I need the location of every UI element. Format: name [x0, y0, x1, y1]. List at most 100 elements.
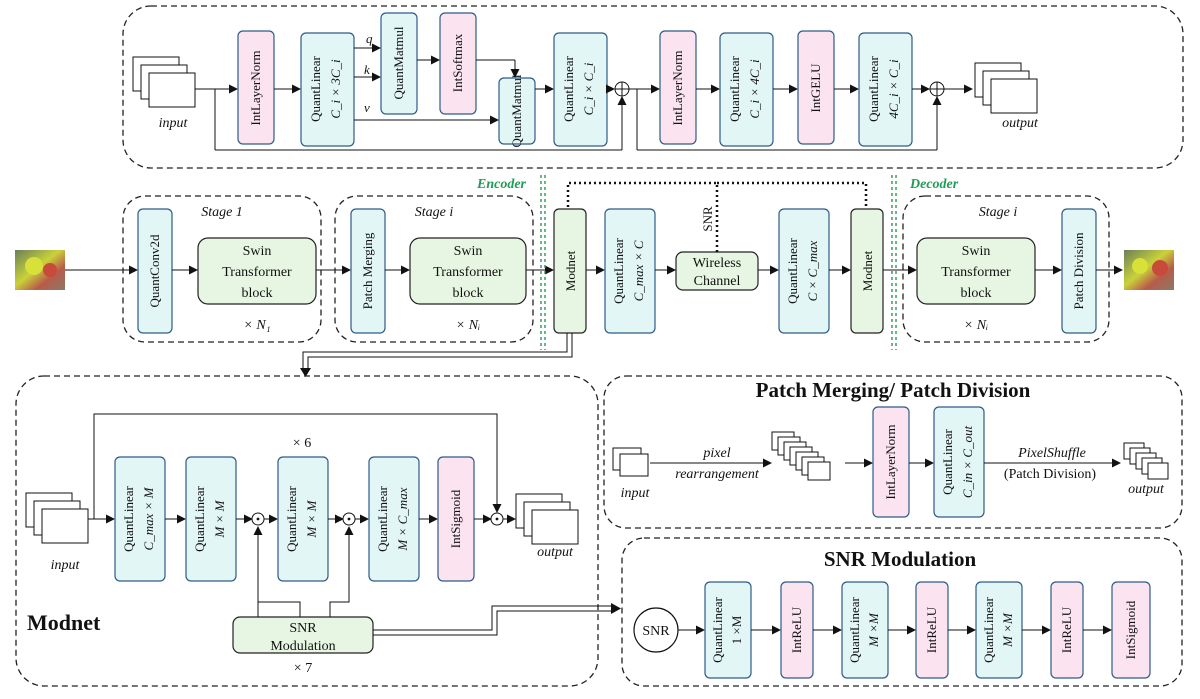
snr-quantlinear-3-dim: M ×M [1000, 612, 1015, 648]
patch-merging-detail-container [603, 375, 1183, 529]
top-quantmatmul-1-label: QuantMatmul [391, 26, 406, 99]
stage-i-encoder-repeat: × Nᵢ [456, 318, 481, 333]
patch-quantlinear [933, 406, 985, 518]
decoder-label: Decoder [909, 177, 959, 192]
wireless-channel-line2: Channel [694, 274, 741, 289]
output-image [1124, 250, 1174, 290]
top-intlayernorm-1-label: IntLayerNorm [248, 50, 263, 125]
snr-channel-label: SNR [700, 206, 715, 232]
swin-block-2-line1: Swin [454, 244, 483, 259]
k-label: k [364, 62, 370, 77]
swin-block-3-line1: Swin [962, 244, 991, 259]
top-output-stack [974, 62, 1038, 114]
snr-quantlinear-3-label: QuantLinear [981, 596, 996, 662]
swin-block-detail-container [122, 5, 1184, 169]
modnet-quantlinear-3-dim: M × M [304, 499, 319, 538]
modnet-quantlinear-2-label: QuantLinear [192, 485, 207, 551]
input-image [15, 250, 65, 290]
top-intsoftmax-label: IntSoftmax [450, 33, 465, 92]
quantconv2d-block [137, 208, 173, 334]
patch-intlayernorm [872, 406, 910, 518]
swin-block-1-line3: block [241, 286, 272, 301]
swin-block-1-line2: Transformer [222, 265, 292, 280]
top-quantlinear-qkv-label: QuantLinear [308, 55, 323, 121]
modnet-intsigmoid-label: IntSigmoid [448, 489, 463, 548]
modnet-quantlinear-4-dim: M × C_max [395, 487, 410, 551]
swin-block-2-line2: Transformer [433, 265, 503, 280]
snr-intrelu-3-label: IntReLU [1059, 606, 1074, 653]
wireless-channel-line1: Wireless [693, 256, 741, 271]
stage1-container [122, 195, 322, 343]
modnet-detail-container [15, 375, 599, 687]
top-quantlinear-mlp1-label: QuantLinear [727, 55, 742, 121]
patch-division-note: (Patch Division) [1004, 467, 1096, 482]
top-quantlinear-proj-label: QuantLinear [561, 55, 576, 121]
quantlinear-decoder-in-dim: C × C_max [805, 240, 820, 301]
v-label: v [364, 100, 370, 115]
quantlinear-decoder-in-label: QuantLinear [785, 237, 800, 303]
patch-intlayernorm-label: IntLayerNorm [883, 424, 898, 499]
modnet-quantlinear-4-label: QuantLinear [375, 485, 390, 551]
patch-merging-label: Patch Merging [360, 232, 375, 309]
top-intlayernorm-2 [659, 30, 697, 145]
modnet-input-label: input [51, 558, 81, 573]
modnet-quantlinear-1-label: QuantLinear [121, 485, 136, 551]
swin-block-1-line1: Swin [243, 244, 272, 259]
patch-division-block [1061, 208, 1097, 334]
top-quantlinear-mlp2-label: QuantLinear [866, 55, 881, 121]
snr-quantlinear-2-dim: M ×M [866, 612, 881, 648]
patch-division-label: Patch Division [1071, 232, 1086, 309]
modnet-detail-title: Modnet [27, 610, 101, 635]
top-quantlinear-qkv [300, 32, 355, 147]
modnet-snr-modulation-line1: SNR [289, 621, 317, 636]
top-intlayernorm-2-label: IntLayerNorm [670, 50, 685, 125]
patch-rearranged-stack [771, 431, 831, 481]
pixel-label: pixel [702, 446, 730, 461]
patch-input-stack [612, 447, 649, 477]
top-quantmatmul-1 [380, 12, 418, 115]
patch-input-label: input [621, 486, 651, 501]
top-quantmatmul-2 [498, 77, 536, 145]
rearrangement-label: rearrangement [675, 467, 760, 482]
modnet-decoder-label: Modnet [860, 250, 875, 291]
stage-i-decoder-container [902, 195, 1110, 343]
snr-intrelu-1-label: IntReLU [789, 606, 804, 653]
swin-block-3-line3: block [960, 286, 991, 301]
modnet-repeat-6: × 6 [293, 436, 311, 451]
stage1-title: Stage 1 [201, 205, 243, 220]
quantlinear-encoder-out-label: QuantLinear [611, 237, 626, 303]
modnet-quantlinear-3-label: QuantLinear [284, 485, 299, 551]
snr-quantlinear-1-dim: 1 ×M [729, 615, 744, 644]
top-intsoftmax [439, 12, 477, 115]
pixelshuffle-label: PixelShuffle [1017, 446, 1086, 461]
patch-quantlinear-dim: C_in × C_out [960, 425, 975, 498]
snr-modulation-detail-container [621, 537, 1183, 687]
quantlinear-decoder-in [778, 208, 830, 334]
top-quantlinear-qkv-dim: C_i × 3C_i [328, 59, 343, 119]
modnet-encoder-block [553, 208, 587, 334]
patch-merging-block [350, 208, 386, 334]
patch-output-label: output [1128, 482, 1165, 497]
stage-i-encoder-container [334, 195, 534, 343]
snr-intrelu-2-label: IntReLU [924, 606, 939, 653]
modnet-quantlinear-1-dim: C_max × M [141, 486, 156, 550]
quantlinear-encoder-out [604, 208, 656, 334]
modnet-output-label: output [537, 545, 574, 560]
swin-block-1 [197, 237, 317, 305]
snr-quantlinear-2-label: QuantLinear [847, 596, 862, 662]
top-quantlinear-proj-dim: C_i × C_i [581, 62, 596, 115]
patch-quantlinear-label: QuantLinear [940, 428, 955, 494]
modnet-encoder-label: Modnet [563, 250, 578, 291]
top-input-label: input [159, 116, 189, 131]
modnet-snr-modulation-line2: Modulation [270, 639, 335, 654]
stage-i-decoder-title: Stage i [979, 205, 1018, 220]
modnet-output-stack [515, 493, 579, 545]
top-quantlinear-mlp1-dim: C_i × 4C_i [747, 59, 762, 119]
swin-block-3 [916, 237, 1036, 305]
quantlinear-encoder-out-dim: C_max × C [631, 240, 646, 301]
encoder-label: Encoder [476, 177, 527, 192]
stage-i-encoder-title: Stage i [415, 205, 454, 220]
top-intgelu-label: IntGELU [808, 63, 823, 113]
snr-intsigmoid [1111, 581, 1151, 679]
